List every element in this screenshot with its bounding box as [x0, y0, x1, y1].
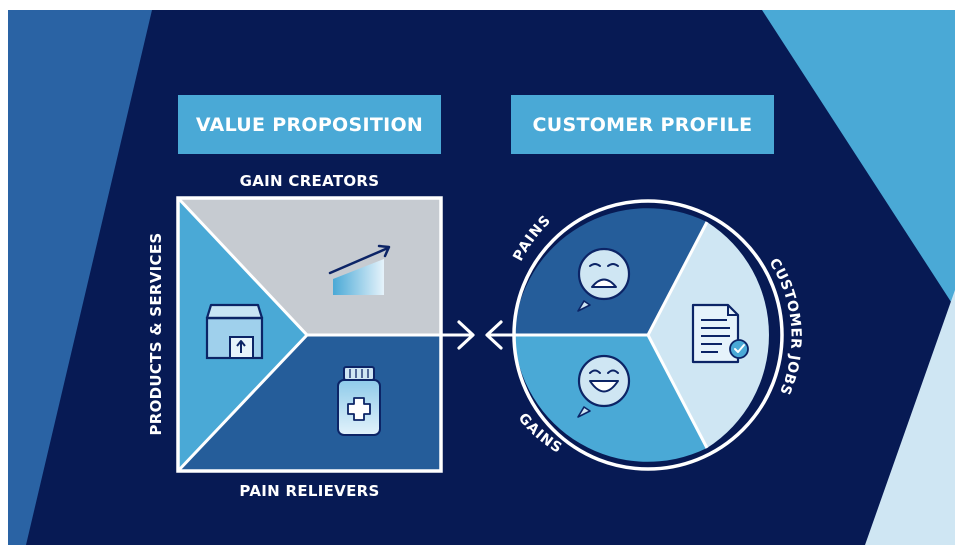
value-proposition-header: VALUE PROPOSITION — [178, 95, 441, 154]
pain-relievers-label: PAIN RELIEVERS — [239, 482, 380, 500]
sad-face-icon — [577, 247, 631, 312]
box-upload-icon — [205, 303, 264, 360]
happy-face-icon — [577, 354, 631, 418]
growth-chart-icon — [328, 244, 391, 295]
products-services-text: PRODUCTS & SERVICES — [147, 232, 165, 436]
navy-background — [8, 10, 955, 545]
customer-profile-circle — [512, 199, 784, 471]
gain-creators-label: GAIN CREATORS — [239, 172, 380, 190]
bottom-right-accent-shape — [865, 290, 955, 545]
double-arrow-icon — [441, 320, 515, 350]
top-right-accent-shape — [762, 10, 955, 308]
left-accent-shape — [8, 10, 152, 545]
checklist-document-icon — [691, 303, 749, 364]
pain-relievers-area — [178, 335, 441, 471]
medicine-bottle-icon — [337, 366, 381, 436]
customer-profile-title: CUSTOMER PROFILE — [532, 113, 753, 136]
customer-profile-header: CUSTOMER PROFILE — [511, 95, 774, 154]
gain-creators-area — [178, 198, 441, 335]
value-proposition-title: VALUE PROPOSITION — [195, 113, 424, 136]
